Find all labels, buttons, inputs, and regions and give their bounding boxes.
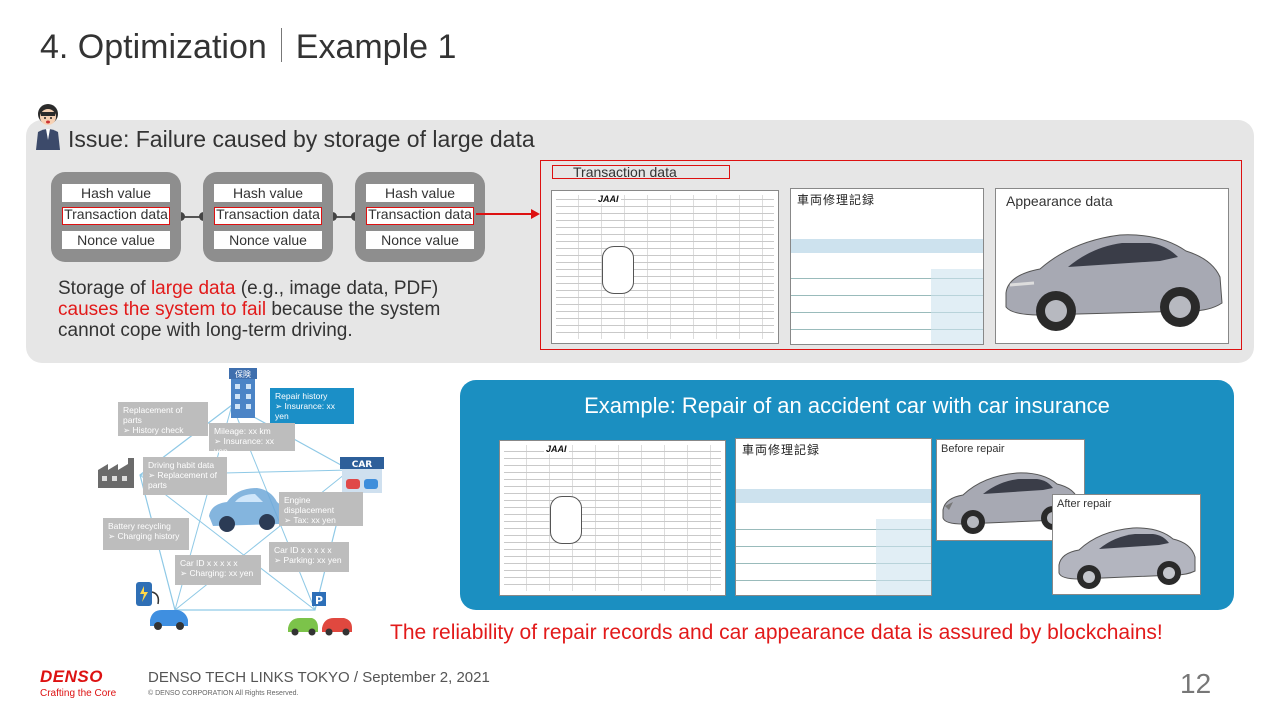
mileage-box: Mileage: xx km ➢ Insurance: xx yen (209, 423, 295, 456)
after-repair-image: After repair (1052, 494, 1201, 595)
box-detail: ➢ Insurance: xx yen (275, 401, 336, 421)
battery-recycling-box: Battery recycling ➢ Charging history (103, 518, 189, 550)
text-part: (e.g., image data, PDF) (235, 278, 439, 299)
ev-charging-icon (136, 582, 188, 630)
repair-record-title: 車両修理記録 (742, 443, 821, 457)
parking-sign: P (315, 594, 323, 607)
worried-person-icon (36, 104, 60, 150)
record-band (736, 489, 931, 503)
denso-tagline: Crafting the Core (40, 688, 117, 699)
record-column (931, 269, 983, 344)
hash-value: Hash value (62, 184, 170, 202)
factory-icon (98, 458, 134, 488)
car-icon (1005, 234, 1223, 331)
nonce-value: Nonce value (214, 231, 322, 249)
jaai-logo: JAAI (544, 444, 569, 454)
chain-link (333, 216, 355, 218)
storage-explanation: Storage of large data (e.g., image data,… (58, 278, 498, 341)
repair-record-title: 車両修理記録 (797, 193, 876, 207)
replacement-parts-box: Replacement of parts ➢ History check (118, 402, 208, 436)
box-title: Driving habit data (148, 460, 215, 470)
arrow-head-icon (531, 209, 540, 219)
block-3: Hash value Transaction data Nonce value (355, 172, 485, 262)
denso-logo: DENSO (40, 667, 103, 686)
repair-record-document: 車両修理記録 (790, 188, 984, 345)
driving-habit-box: Driving habit data ➢ Replacement of part… (143, 457, 227, 495)
block-1: Hash value Transaction data Nonce value (51, 172, 181, 262)
engine-box: Engine displacement ➢ Tax: xx yen (279, 492, 363, 526)
box-detail: ➢ History check (123, 425, 184, 435)
title-suffix: Example 1 (295, 28, 457, 66)
connected-car-icon (209, 488, 283, 532)
issue-title: Issue: Failure caused by storage of larg… (68, 126, 535, 152)
repair-history-box: Repair history ➢ Insurance: xx yen (270, 388, 354, 424)
car-diagram-icon (550, 496, 582, 544)
appearance-data-label: Appearance data (1006, 193, 1113, 209)
box-detail: ➢ Charging history (108, 531, 180, 541)
repaired-car-icon (1058, 527, 1196, 589)
box-detail: ➢ Insurance: xx yen (214, 436, 275, 456)
chain-link (181, 216, 203, 218)
box-detail: ➢ Replacement of parts (148, 470, 218, 490)
car-id-parking-box: Car ID x x x x x ➢ Parking: xx yen (269, 542, 349, 572)
hash-value: Hash value (214, 184, 322, 202)
box-detail: ➢ Tax: xx yen (284, 515, 336, 525)
before-repair-label: Before repair (941, 443, 1005, 455)
block-2: Hash value Transaction data Nonce value (203, 172, 333, 262)
parking-icon: P (288, 592, 352, 636)
box-detail: ➢ Parking: xx yen (274, 555, 342, 565)
insurance-building-icon: 保険 (229, 368, 257, 418)
page-number: 12 (1180, 668, 1212, 699)
reliability-statement: The reliability of repair records and ca… (390, 621, 1163, 644)
box-title: Engine displacement (284, 495, 335, 515)
title-prefix: 4. Optimization (40, 28, 267, 66)
document-grid (504, 445, 721, 591)
hash-value: Hash value (366, 184, 474, 202)
transaction-data-frame (540, 160, 1242, 350)
transaction-data: Transaction data (62, 207, 170, 225)
car-diagram-icon (602, 246, 634, 294)
car-sign: CAR (352, 460, 373, 470)
box-title: Car ID x x x x x (180, 558, 238, 568)
footer-copyright: © DENSO CORPORATION All Rights Reserved. (148, 690, 299, 697)
before-repair-image: Before repair (936, 439, 1085, 541)
box-title: Battery recycling (108, 521, 171, 531)
jaai-logo: JAAI (596, 194, 621, 204)
transaction-data-label: Transaction data (552, 165, 730, 179)
box-title: Repair history (275, 391, 328, 401)
record-column (876, 519, 931, 595)
appearance-data-image: Appearance data (995, 188, 1229, 344)
nonce-value: Nonce value (62, 231, 170, 249)
transaction-arrow (476, 213, 534, 215)
title-separator (280, 28, 282, 62)
slide-title: 4. Optimization Example 1 (40, 28, 456, 67)
highlight-large-data: large data (150, 278, 236, 299)
check-sheet-document: JAAI (551, 190, 779, 344)
example-check-sheet: JAAI (499, 440, 726, 596)
example-repair-record: 車両修理記録 (735, 438, 932, 596)
example-title: Example: Repair of an accident car with … (584, 393, 1110, 418)
box-title: Mileage: xx km (214, 426, 271, 436)
box-detail: ➢ Charging: xx yen (180, 568, 254, 578)
box-title: Replacement of parts (123, 405, 183, 425)
text-part: because the system cannot cope with long… (58, 299, 441, 341)
document-grid (556, 195, 774, 339)
insurance-sign: 保険 (235, 369, 251, 379)
highlight-system-fail: causes the system to fail (58, 299, 267, 320)
transaction-data: Transaction data (366, 207, 474, 225)
car-id-charging-box: Car ID x x x x x ➢ Charging: xx yen (175, 555, 261, 585)
record-band (791, 239, 983, 253)
footer-event: DENSO TECH LINKS TOKYO / September 2, 20… (148, 669, 490, 686)
after-repair-label: After repair (1057, 498, 1112, 510)
nonce-value: Nonce value (366, 231, 474, 249)
car-dealer-icon: CAR (340, 457, 384, 493)
transaction-data: Transaction data (214, 207, 322, 225)
box-title: Car ID x x x x x (274, 545, 332, 555)
text-part: Storage of (58, 278, 151, 299)
